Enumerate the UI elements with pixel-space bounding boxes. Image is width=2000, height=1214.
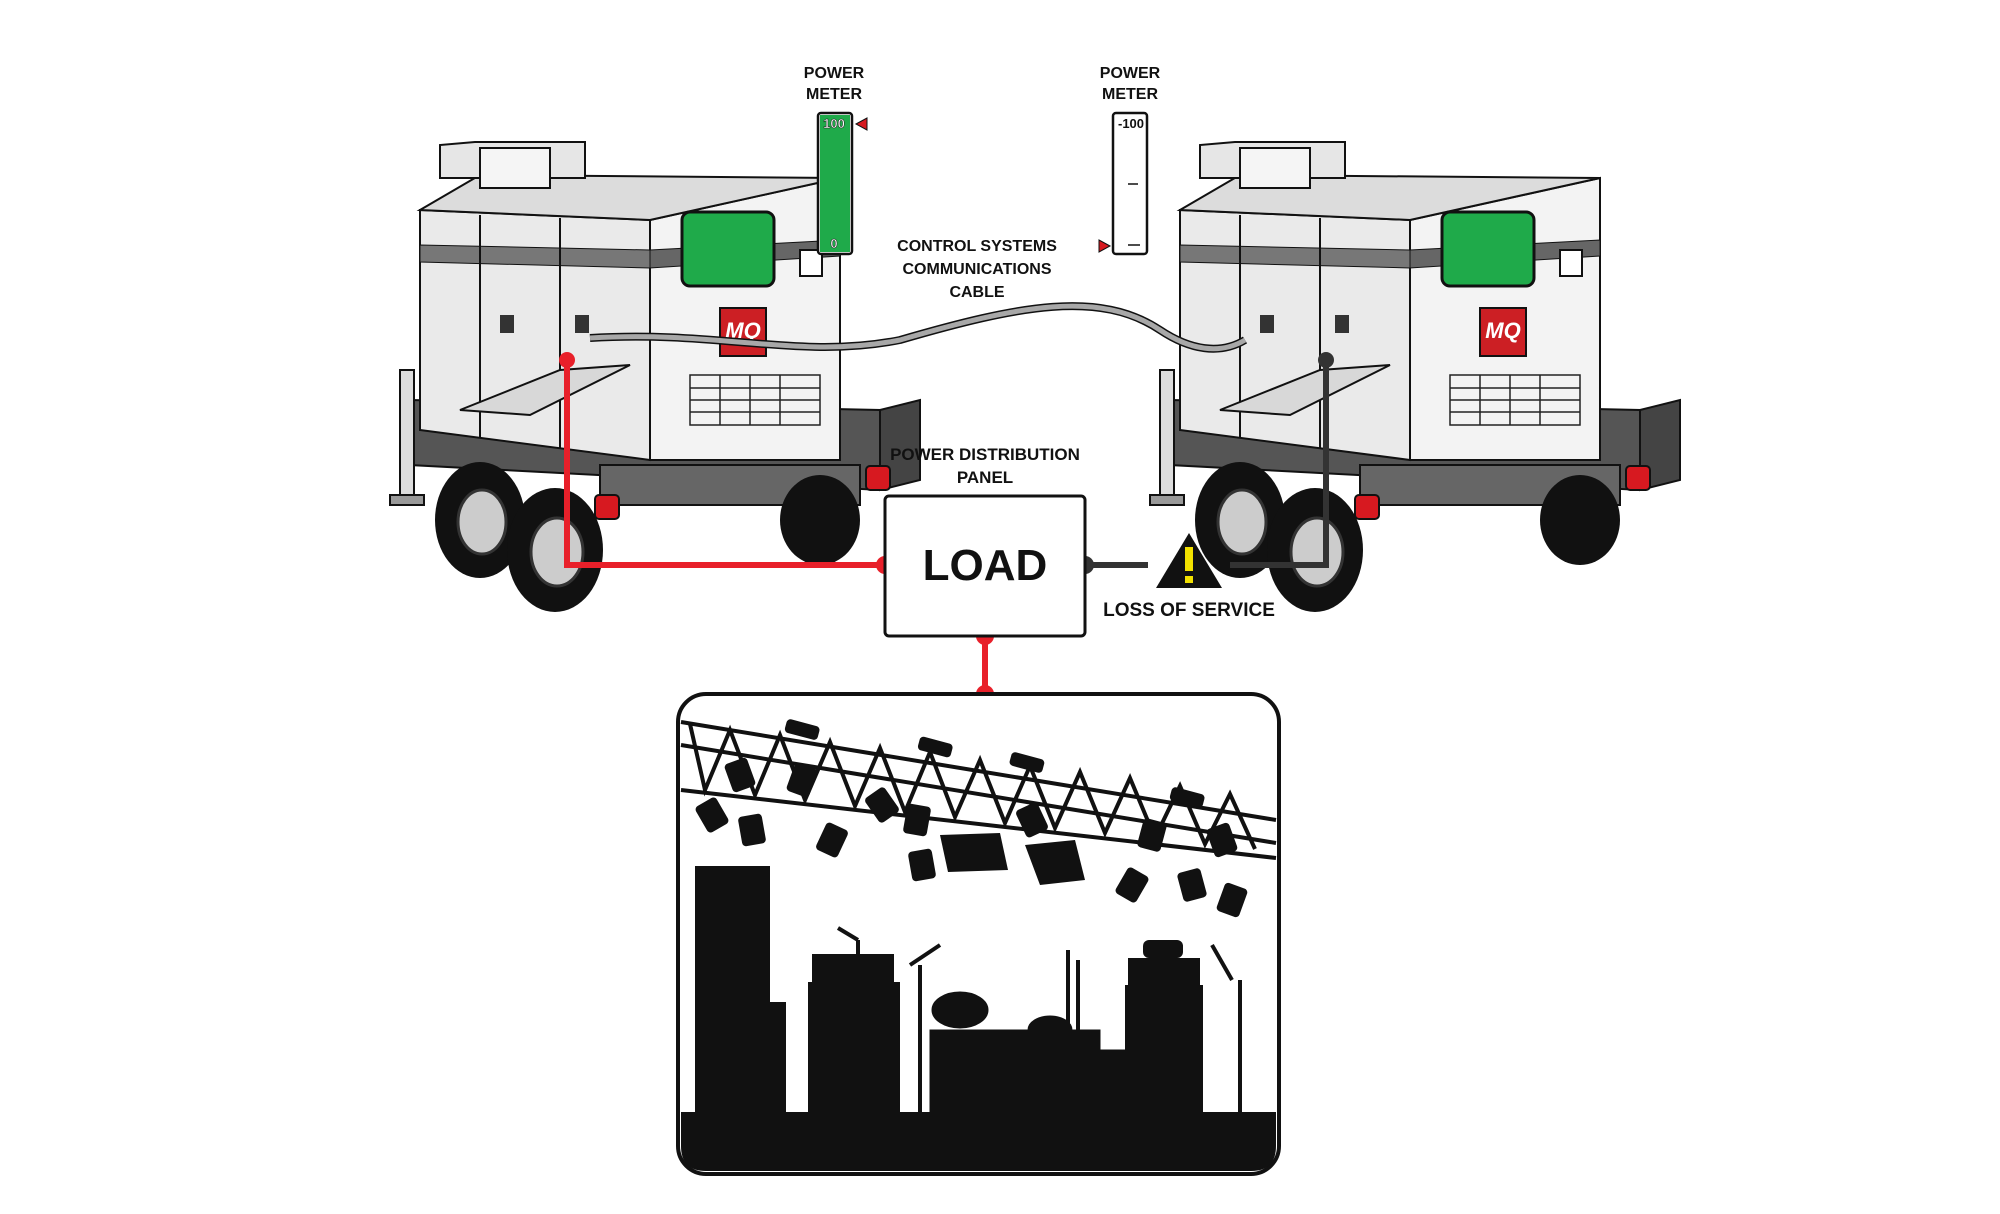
cable-label-line-3: CABLE: [949, 284, 1004, 301]
meter-right-top-label: -100: [1118, 116, 1144, 131]
meter-left-bottom-label: 0: [830, 236, 837, 251]
meter-right-title-2: METER: [1102, 86, 1158, 103]
load-label: LOAD: [923, 541, 1048, 590]
panel-title-1: POWER DISTRIBUTION: [890, 445, 1080, 464]
meter-left-title-2: METER: [806, 86, 862, 103]
generator-right: [1148, 140, 1682, 614]
meter-left-fill: [820, 115, 850, 252]
meter-right-pointer-icon: [1098, 239, 1112, 253]
meter-left-top-label: 100: [823, 116, 845, 131]
distribution-panel: POWER DISTRIBUTION PANEL LOAD: [883, 445, 1087, 638]
cable-label-line-1: CONTROL SYSTEMS: [897, 238, 1057, 255]
cable-label: CONTROL SYSTEMS COMMUNICATIONS CABLE: [897, 238, 1057, 301]
stage-lights: [695, 719, 1248, 918]
meter-left-pointer-icon: [854, 117, 868, 131]
warning-label: LOSS OF SERVICE: [1103, 600, 1275, 621]
dead-power-line: [1085, 360, 1329, 568]
meter-right-title-1: POWER: [1100, 65, 1161, 82]
instruments: [836, 926, 1242, 1113]
meter-left-title-1: POWER: [804, 65, 865, 82]
live-power-line: [564, 360, 885, 568]
power-meter-right: POWER METER -100: [1098, 65, 1161, 256]
load-box: [883, 494, 1087, 638]
speaker-stacks: [695, 866, 1203, 1112]
panel-title-2: PANEL: [957, 468, 1013, 487]
stage-illustration: [676, 692, 1281, 1176]
power-meter-left: POWER METER 100 0: [804, 65, 868, 256]
cable-label-line-2: COMMUNICATIONS: [902, 261, 1051, 278]
loss-of-service-warning: LOSS OF SERVICE: [1103, 533, 1275, 621]
